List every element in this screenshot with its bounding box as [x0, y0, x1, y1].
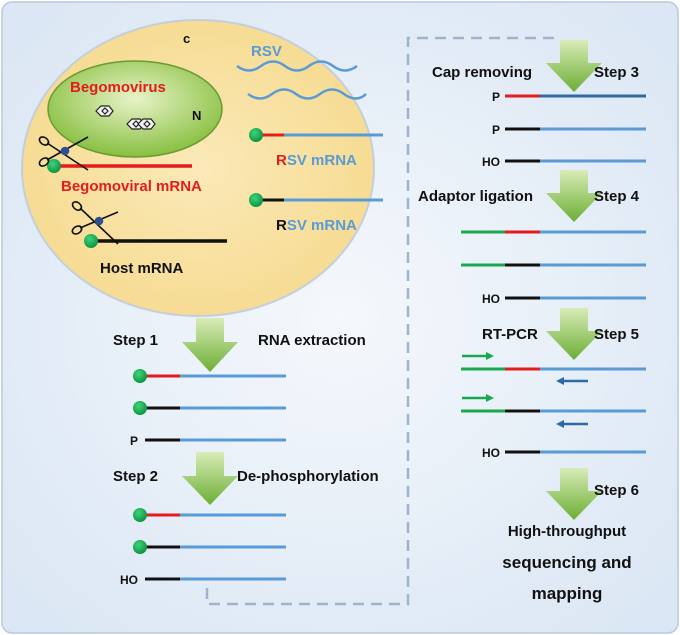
end-ho-label: HO: [482, 292, 500, 306]
unligated-strand-hydroxyl: HO: [482, 292, 646, 306]
host-mrna-label: Host mRNA: [100, 260, 184, 277]
rna-strand-capped-black: [133, 540, 286, 554]
compartment-c-label: c: [183, 31, 190, 46]
nucleus-n-label: N: [192, 108, 201, 123]
step5-action: RT-PCR: [482, 326, 538, 343]
step2-action: De-phosphorylation: [237, 468, 379, 485]
step6-action-line-1: High-throughput: [508, 523, 626, 540]
step6-label: Step 6: [594, 482, 639, 499]
cell: c Begomovirus N RSV RSV mRNA RSV mRNA: [21, 19, 383, 317]
end-ho-label: HO: [482, 155, 500, 169]
step3-action: Cap removing: [432, 64, 532, 81]
step5-down-arrow-icon: [546, 308, 602, 360]
step2-label: Step 2: [113, 468, 158, 485]
step3-label: Step 3: [594, 64, 639, 81]
rsv-mrna-1-label-r: R: [276, 152, 287, 169]
step6-action-line-2: sequencing and: [502, 553, 631, 572]
end-ho-label: HO: [482, 446, 500, 460]
unamplified-strand-hydroxyl: HO: [482, 446, 646, 460]
step2-down-arrow-icon: [182, 452, 238, 505]
begomovirus-particle-icon: [95, 105, 156, 130]
forward-primer-arrow-icon: [462, 352, 494, 360]
rsv-label: RSV: [251, 43, 282, 60]
rna-strand-capped-red: [133, 508, 286, 522]
step4-label: Step 4: [594, 188, 640, 205]
end-ho-label: HO: [120, 573, 138, 587]
nucleus-ellipse: [47, 60, 223, 158]
cap-icon: [133, 401, 147, 415]
rsv-mrna-2-label: RSV mRNA: [276, 217, 357, 234]
rsv-mrna-1-label: RSV mRNA: [276, 152, 357, 169]
left-workflow: Step 1 RNA extraction P Step 2 De-phosph…: [113, 318, 379, 587]
cap-icon: [133, 540, 147, 554]
step1-down-arrow-icon: [182, 318, 238, 372]
cap-icon: [133, 508, 147, 522]
scissors-icon: [38, 136, 89, 171]
scissors-icon: [71, 201, 119, 245]
end-p-label: P: [492, 123, 500, 137]
step1-label: Step 1: [113, 332, 158, 349]
rsv-mrna-2-label-rest: SV mRNA: [287, 217, 357, 234]
rna-strand-capped-red: [133, 369, 286, 383]
rna-strand-phosphorylated-black: P: [492, 123, 646, 137]
begomoviral-mrna-cap-icon: [47, 159, 61, 173]
step3-down-arrow-icon: [546, 40, 602, 92]
step4-action: Adaptor ligation: [418, 188, 533, 205]
step6-action-line-3: mapping: [532, 584, 603, 603]
rsv-strand-2: [247, 88, 367, 100]
end-p-label: P: [130, 434, 138, 448]
step6-down-arrow-icon: [546, 468, 602, 520]
rna-strand-capped-black: [133, 401, 286, 415]
rna-strand-dephosphorylated: HO: [120, 573, 286, 587]
begomoviral-mrna-label: Begomoviral mRNA: [61, 178, 202, 195]
rna-strand-hydroxyl: HO: [482, 155, 646, 169]
rsv-mrna-2-cap-icon: [249, 193, 263, 207]
nucleus-title: Begomovirus: [70, 79, 166, 96]
host-mrna-cap-icon: [84, 234, 98, 248]
right-workflow: Cap removing Step 3 P P HO Adaptor ligat…: [418, 40, 646, 603]
dashed-connector: [205, 36, 560, 606]
cap-icon: [133, 369, 147, 383]
end-p-label: P: [492, 90, 500, 104]
rna-strand-phosphorylated: P: [130, 434, 286, 448]
rsv-strand-1: [236, 60, 358, 72]
reverse-primer-arrow-icon: [556, 377, 588, 385]
rsv-mrna-1-label-rest: SV mRNA: [287, 152, 357, 169]
rsv-mrna-1-cap-icon: [249, 128, 263, 142]
rna-strand-phosphorylated-red: P: [492, 90, 646, 104]
step5-label: Step 5: [594, 326, 639, 343]
step1-action: RNA extraction: [258, 332, 366, 349]
step4-down-arrow-icon: [546, 170, 602, 222]
forward-primer-arrow-icon: [462, 394, 494, 402]
rsv-mrna-2-label-r: R: [276, 217, 287, 234]
reverse-primer-arrow-icon: [556, 420, 588, 428]
